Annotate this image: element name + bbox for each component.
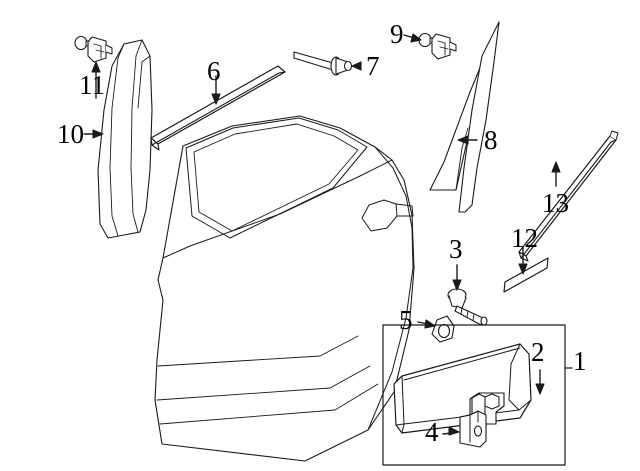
part-7-rivet-pin (293, 51, 362, 76)
part-3-screw (447, 264, 488, 326)
part-6-upper-belt-molding (150, 65, 286, 151)
part-10-front-pillar-applique (97, 39, 153, 239)
part-11-applique-clip (74, 35, 113, 99)
part-8-rear-pillar-applique (429, 21, 500, 213)
part-12-molding-filler-strip (503, 246, 549, 293)
part-1-assembly-box (382, 324, 573, 466)
callout-label-2: 2 (531, 337, 545, 367)
rear-door-outer-panel (154, 115, 415, 462)
callout-label-4: 4 (425, 417, 439, 447)
part-5-grommet (417, 315, 455, 343)
callout-label-5: 5 (399, 305, 413, 335)
callout-label-7: 7 (366, 51, 380, 81)
part-2-molding-end-cap-clip (469, 369, 545, 425)
part-4-molding-retainer-bracket (442, 410, 487, 448)
callout-label-9: 9 (390, 19, 404, 49)
callout-label-1: 1 (573, 346, 587, 376)
callout-label-13: 13 (542, 188, 569, 218)
callout-label-8: 8 (484, 125, 498, 155)
part-9-applique-clip (403, 32, 457, 60)
callout-label-3: 3 (449, 234, 463, 264)
callout-label-12: 12 (511, 223, 538, 253)
door-handle-detail (361, 199, 414, 232)
callout-label-10: 10 (57, 119, 84, 149)
part-10-leader (83, 129, 104, 139)
callout-label-11: 11 (79, 70, 105, 100)
callout-label-6: 6 (207, 56, 221, 86)
